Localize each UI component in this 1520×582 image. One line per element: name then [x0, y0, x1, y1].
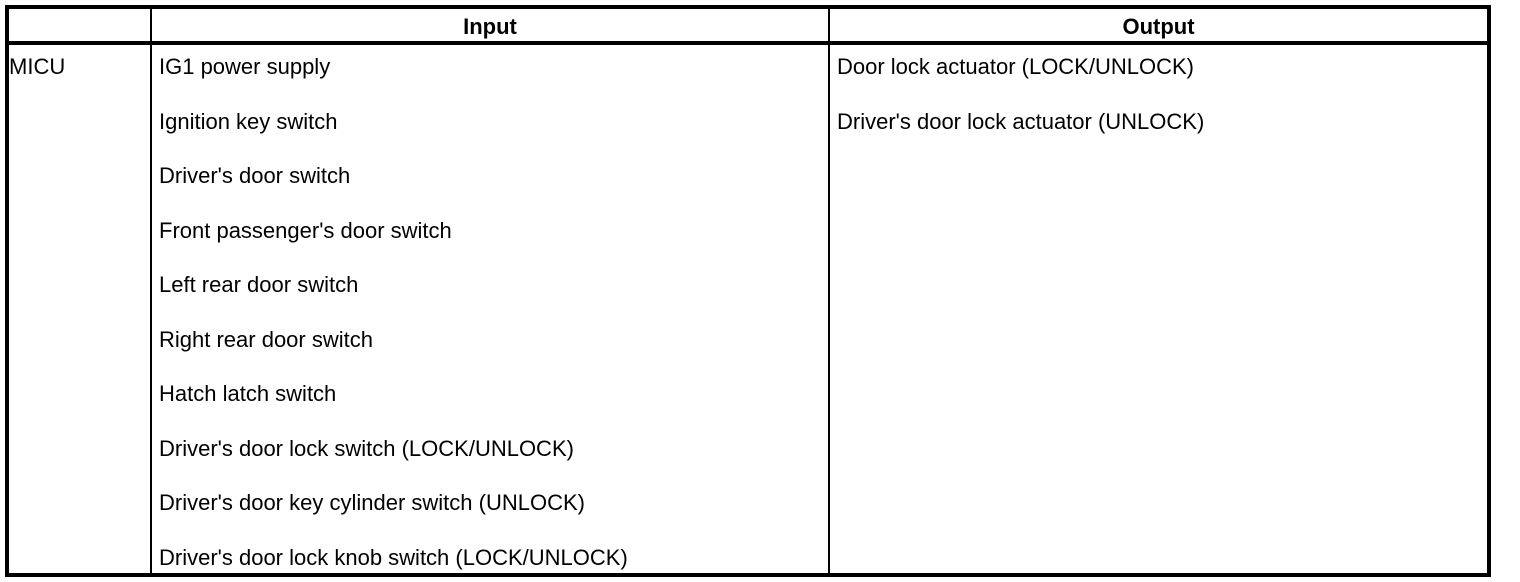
output-list-item: Driver's door lock actuator (UNLOCK) [837, 108, 1205, 134]
table-cell-output: Door lock actuator (LOCK/UNLOCK) Driver'… [830, 45, 1487, 154]
body-column-divider-2 [828, 45, 830, 573]
header-column-divider-2 [828, 9, 830, 45]
input-list-item: IG1 power supply [159, 54, 331, 79]
header-cell-output: Output [1122, 14, 1195, 39]
input-list-item: Driver's door switch [159, 163, 351, 188]
input-output-table: Input Output MICU IG1 power supply Ignit… [5, 5, 1491, 577]
input-list-item: Front passenger's door switch [159, 217, 452, 243]
input-list-item: Ignition key switch [159, 108, 338, 134]
header-cell-input: Input [463, 14, 517, 39]
header-cell-module [9, 9, 150, 45]
table-cell-module: MICU [9, 45, 150, 100]
table-body-row: MICU IG1 power supply Ignition key switc… [9, 45, 1487, 573]
header-column-divider-1 [150, 9, 152, 45]
input-list-item: Right rear door switch [159, 326, 373, 352]
input-list-item: Hatch latch switch [159, 381, 337, 406]
output-list-item: Door lock actuator (LOCK/UNLOCK) [837, 54, 1194, 79]
input-list-item: Left rear door switch [159, 272, 359, 297]
table-header-row: Input Output [9, 9, 1487, 45]
input-item-list: IG1 power supply Ignition key switch Dri… [159, 45, 828, 573]
module-name-label: MICU [9, 54, 66, 79]
output-item-list: Door lock actuator (LOCK/UNLOCK) Driver'… [837, 45, 1487, 154]
table-cell-input: IG1 power supply Ignition key switch Dri… [152, 45, 828, 573]
input-list-item: Driver's door key cylinder switch (UNLOC… [159, 490, 585, 515]
body-column-divider-1 [150, 45, 152, 573]
input-list-item: Driver's door lock switch (LOCK/UNLOCK) [159, 435, 574, 461]
input-list-item: Driver's door lock knob switch (LOCK/UNL… [159, 544, 628, 570]
